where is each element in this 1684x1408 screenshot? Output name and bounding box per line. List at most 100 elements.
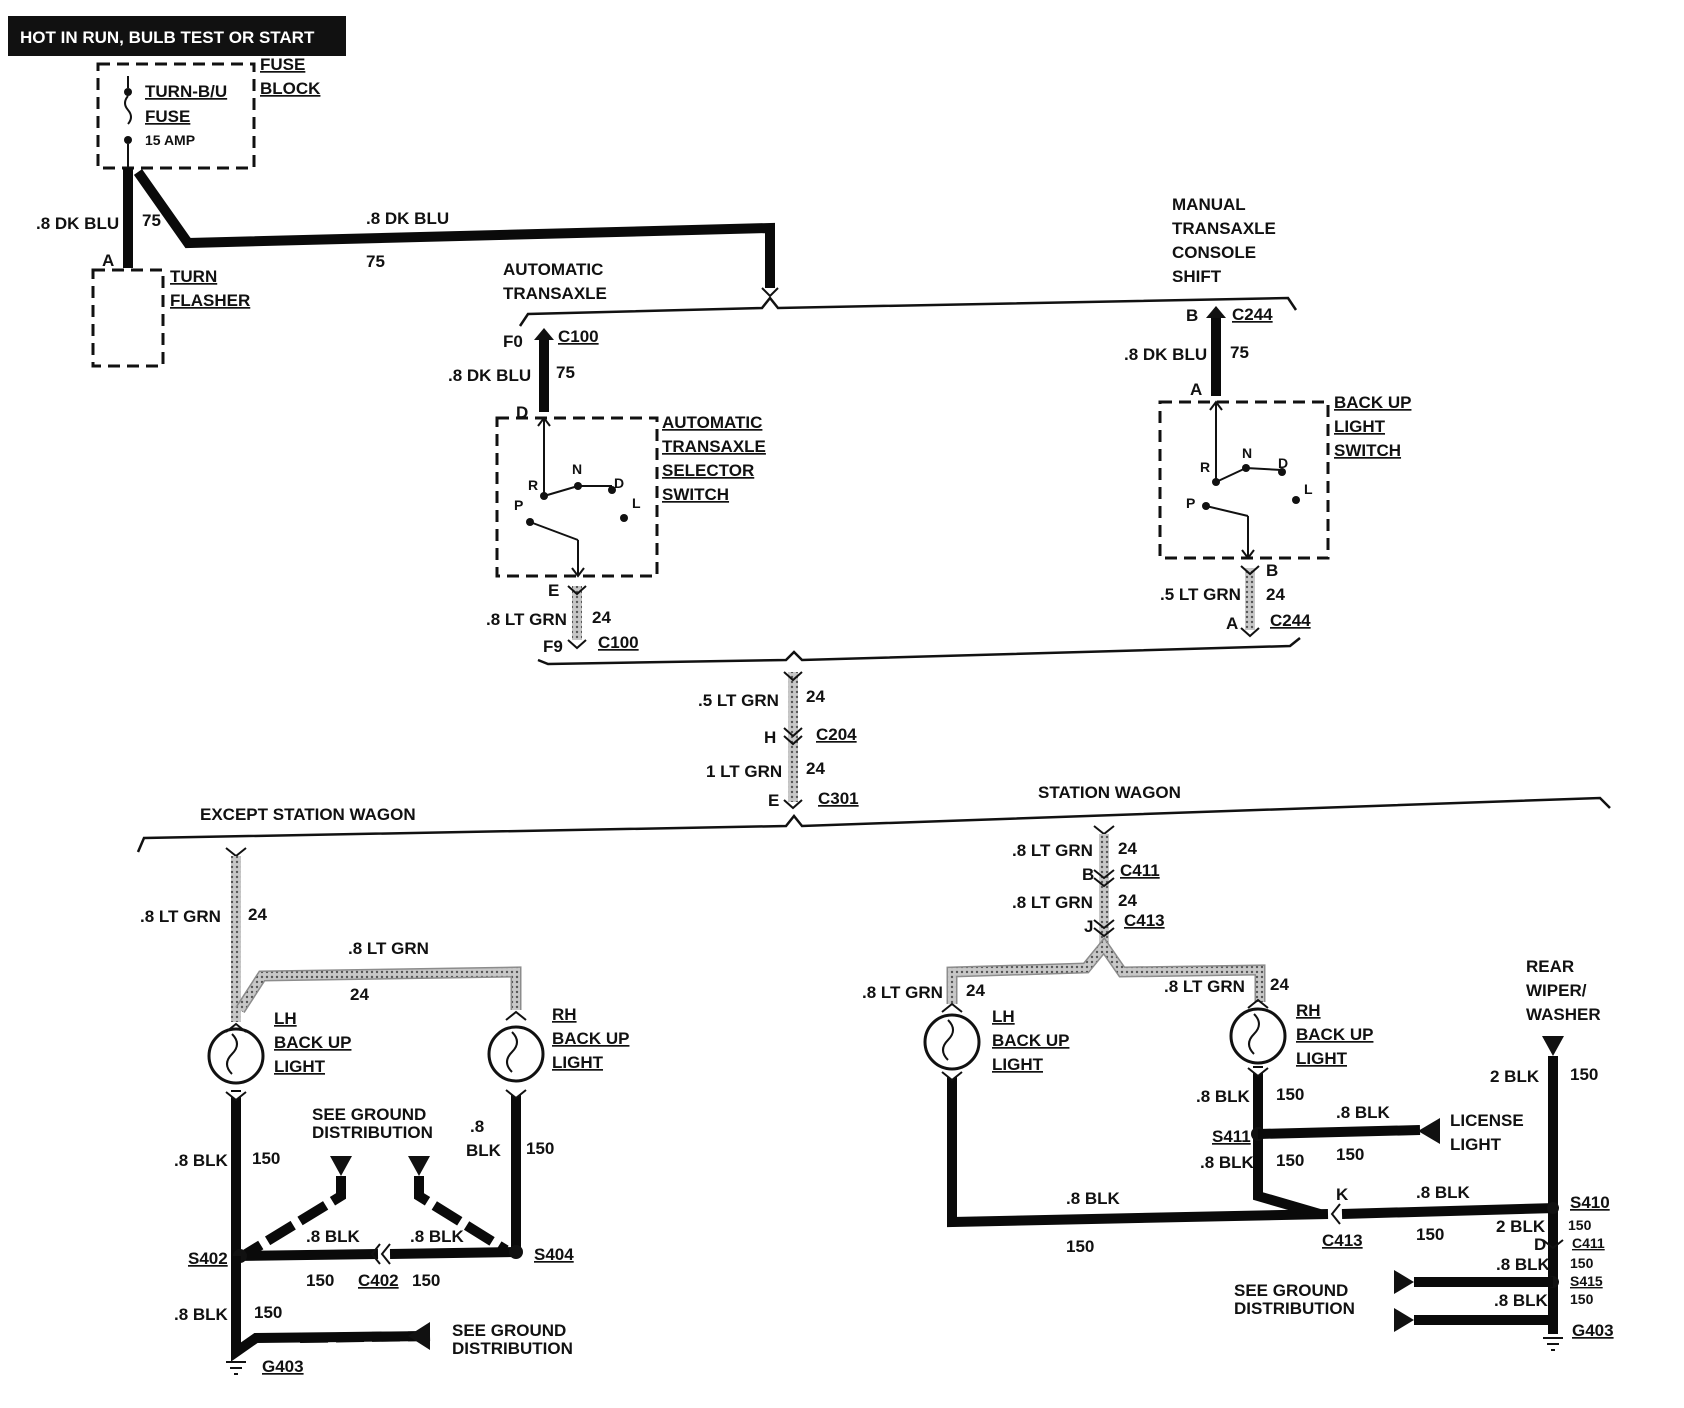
auto-pin-top: F0 [503,332,523,351]
wagon-lic-circuit: 150 [1336,1145,1364,1164]
auto-pin-e: E [548,581,559,600]
except-see-ground-b2: DISTRIBUTION [452,1339,573,1358]
wagon-s415-circuit: 150 [1570,1255,1594,1271]
except-station-wagon: EXCEPT STATION WAGON .8 LT GRN 24 .8 LT … [140,805,629,1376]
except-drop-color: .8 LT GRN [140,907,221,926]
wagon-rear-2: WIPER/ [1526,981,1587,1000]
wagon-c413: C413 [1124,911,1165,930]
wire-a-circuit: 75 [142,211,161,230]
wagon-rh-3: LIGHT [1296,1049,1348,1068]
ground-ref-arrow-icon [408,1322,430,1350]
wagon-w2-color: .8 LT GRN [1012,893,1093,912]
center-conn-c301: C301 [818,789,859,808]
wagon-c411-bottom: C411 [1572,1235,1605,1251]
manual-title-3: CONSOLE [1172,243,1256,262]
auto-pin-bottom: F9 [543,637,563,656]
except-lh-3: LIGHT [274,1057,326,1076]
manual-title-4: SHIFT [1172,267,1222,286]
except-rh-2: BACK UP [552,1029,629,1048]
wagon-s415: S415 [1570,1273,1603,1289]
wagon-lh-bulb-icon [923,1013,981,1071]
ground-ref-arrow-icon [1394,1308,1414,1332]
auto-title-2: TRANSAXLE [503,284,607,303]
wagon-lh-2: BACK UP [992,1031,1069,1050]
except-down-color: .8 BLK [174,1305,229,1324]
wagon-rh-gnd-circuit: 150 [1276,1085,1304,1104]
wagon-c413-bottom: C413 [1322,1231,1363,1250]
manual-title-1: MANUAL [1172,195,1246,214]
except-down-circuit: 150 [254,1303,282,1322]
except-s404: S404 [534,1245,574,1264]
center-pin-e: E [768,791,779,810]
except-s402: S402 [188,1249,228,1268]
wagon-right-color: .8 BLK [1416,1183,1471,1202]
wagon-right-circuit: 150 [1416,1225,1444,1244]
middle-bracket [537,637,1301,666]
wagon-g403: G403 [1572,1321,1614,1340]
header-text: HOT IN RUN, BULB TEST OR START [20,28,315,47]
wagon-rh-bulb-icon [1229,1007,1287,1065]
wagon-rear-1: REAR [1526,957,1574,976]
wagon-see-ground-1: SEE GROUND [1234,1281,1348,1300]
except-diag-right-color: .8 BLK [410,1227,465,1246]
top-wires: .8 DK BLU 75 .8 DK BLU 75 [36,168,779,298]
ground-ref-arrow-icon [408,1156,430,1176]
wagon-lh-circuit: 24 [966,981,985,1000]
wagon-s411: S411 [1212,1127,1251,1146]
auto-switch-4: SWITCH [662,485,729,504]
wagon-s411-down-circuit: 150 [1276,1151,1304,1170]
except-rh-gnd-color-b: BLK [466,1141,502,1160]
auto-switch-3: SELECTOR [662,461,754,480]
auto-pos-r: R [528,477,538,493]
except-drop-circuit: 24 [248,905,267,924]
except-rh-gnd-color-a: .8 [470,1117,484,1136]
turn-flasher-label-1: TURN [170,267,217,286]
manual-wire-out-circuit: 24 [1266,585,1285,604]
manual-pos-r: R [1200,459,1210,475]
wagon-pin-d: D [1534,1235,1546,1254]
upper-bracket [518,295,1298,327]
wire-a-color: .8 DK BLU [36,214,119,233]
center-wire2-color: 1 LT GRN [706,762,782,781]
turn-flasher-label-2: FLASHER [170,291,250,310]
ground-icon [226,1361,246,1375]
wagon-bottom-circuit: 150 [1066,1237,1094,1256]
except-g403: G403 [262,1357,304,1376]
wagon-rear-color: 2 BLK [1490,1067,1540,1086]
wagon-lic-color: .8 BLK [1336,1103,1391,1122]
except-lh-bulb-icon [207,1027,265,1085]
auto-wire-in-circuit: 75 [556,363,575,382]
wire-b-color: .8 DK BLU [366,209,449,228]
license-light-arrow-icon [1418,1118,1440,1144]
except-c402: C402 [358,1271,399,1290]
wagon-w1-circuit: 24 [1118,839,1137,858]
auto-switch-2: TRANSAXLE [662,437,766,456]
except-see-ground-2: DISTRIBUTION [312,1123,433,1142]
manual-pin-bottom: A [1226,614,1238,633]
turn-flasher-pin: A [102,251,114,270]
except-lh-gnd-circuit: 150 [252,1149,280,1168]
except-cross-color: .8 LT GRN [348,939,429,958]
manual-conn-top: C244 [1232,305,1273,324]
wagon-see-ground-2: DISTRIBUTION [1234,1299,1355,1318]
wagon-bottom-color: .8 BLK [1066,1189,1121,1208]
wagon-lh-color: .8 LT GRN [862,983,943,1002]
station-wagon: STATION WAGON .8 LT GRN 24 B C411 .8 LT … [862,783,1614,1351]
ground-ref-arrow-icon [1394,1270,1414,1294]
auto-conn-top: C100 [558,327,599,346]
rear-wiper-arrow-icon [1542,1036,1564,1056]
wagon-rear-circuit: 150 [1570,1065,1598,1084]
except-rh-3: LIGHT [552,1053,604,1072]
auto-pos-p: P [514,497,523,513]
except-rh-bulb-icon [487,1025,545,1083]
manual-pos-l: L [1304,481,1313,497]
auto-wire-out-color: .8 LT GRN [486,610,567,629]
wagon-c411-color: 2 BLK [1496,1217,1546,1236]
auto-pos-d: D [614,475,624,491]
except-c402-right-circuit: 150 [412,1271,440,1290]
fuse-rating: 15 AMP [145,132,195,148]
except-lh-2: BACK UP [274,1033,351,1052]
auto-wire-out-circuit: 24 [592,608,611,627]
wagon-w1-color: .8 LT GRN [1012,841,1093,860]
turn-flasher: A TURN FLASHER [91,251,250,368]
